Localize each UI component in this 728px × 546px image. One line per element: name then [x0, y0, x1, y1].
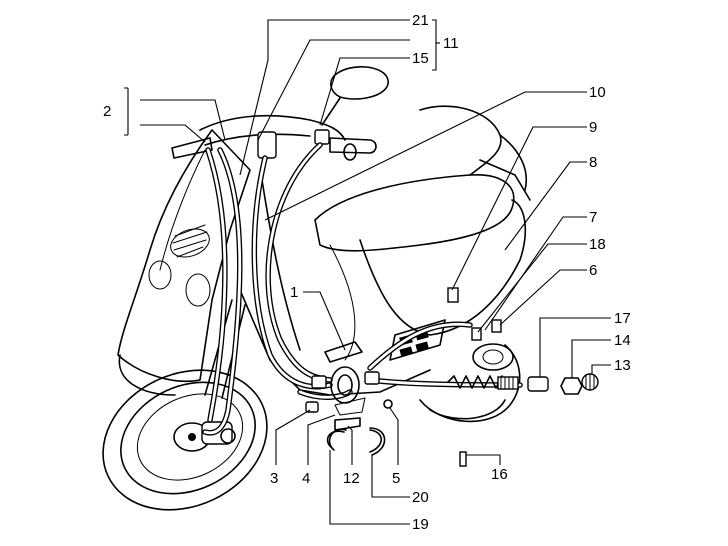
callout-20: 20 — [412, 489, 429, 506]
callout-14: 14 — [614, 332, 631, 349]
callout-18: 18 — [589, 236, 606, 253]
callout-19: 19 — [412, 516, 429, 533]
callout-9: 9 — [589, 119, 597, 136]
handlebar-assembly — [171, 65, 389, 161]
callout-5: 5 — [392, 470, 400, 487]
callout-16: 16 — [491, 466, 508, 483]
rear-brake-spring — [447, 375, 519, 390]
rear-body-panel — [359, 199, 527, 336]
front-wheel — [102, 299, 268, 511]
front-shield — [117, 129, 251, 383]
callout-4: 4 — [302, 470, 310, 487]
callout-8: 8 — [589, 154, 597, 171]
callout-6: 6 — [589, 262, 597, 279]
callout-21: 21 — [412, 12, 429, 29]
callout-labels: 21 11 15 2 10 9 8 7 18 6 1 17 14 13 3 4 … — [103, 12, 631, 533]
callout-13: 13 — [614, 357, 631, 374]
scooter-illustration — [102, 65, 599, 511]
callout-15: 15 — [412, 50, 429, 67]
leader-lines — [124, 19, 611, 525]
rear-wheel — [419, 343, 521, 423]
mirror — [330, 65, 389, 100]
callout-10: 10 — [589, 84, 606, 101]
callout-1: 1 — [290, 284, 298, 301]
callout-2: 2 — [103, 103, 111, 120]
callout-11: 11 — [443, 35, 459, 52]
seat — [314, 174, 515, 252]
brake-and-throttle-cables — [202, 142, 523, 436]
callout-17: 17 — [614, 310, 631, 327]
hardware-pieces — [305, 287, 599, 467]
callout-3: 3 — [270, 470, 278, 487]
part-1-bracket — [324, 341, 363, 363]
callout-12: 12 — [343, 470, 360, 487]
callout-7: 7 — [589, 209, 597, 226]
